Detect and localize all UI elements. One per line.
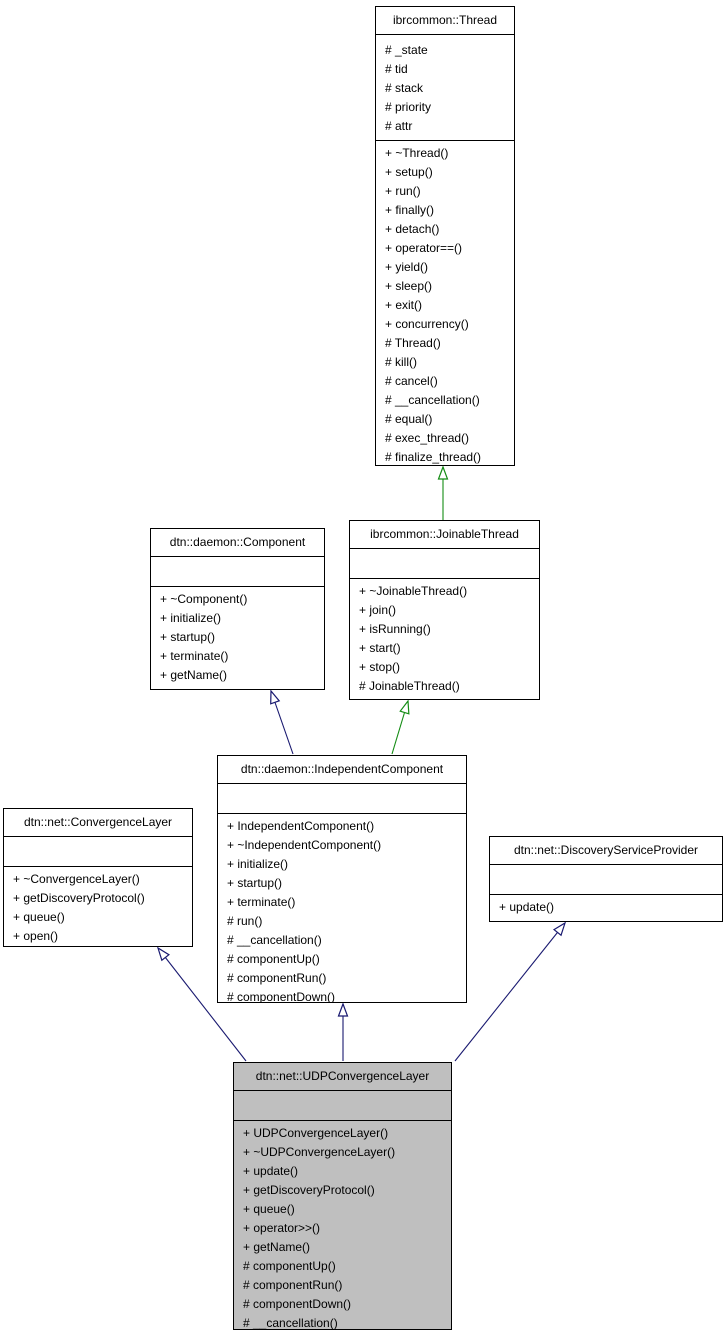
class-title: dtn::net::ConvergenceLayer (4, 809, 192, 837)
member-row: + terminate() (160, 649, 229, 663)
member-row: # __cancellation() (243, 1316, 338, 1330)
member-row: + ~ConvergenceLayer() (13, 872, 140, 886)
class-title: dtn::net::DiscoveryServiceProvider (490, 837, 722, 865)
class-attributes (151, 557, 324, 587)
member-row: + ~Thread() (385, 146, 449, 160)
member-row: + getName() (160, 668, 228, 682)
member-row: # run() (227, 914, 263, 928)
member-row: + startup() (160, 630, 216, 644)
inheritance-edge-independent-to-component (270, 689, 294, 755)
member-row: + ~IndependentComponent() (227, 838, 382, 852)
member-row: # componentRun() (243, 1278, 343, 1292)
member-row: # componentDown() (227, 990, 336, 1003)
class-box-ibrcommon-joinablethread[interactable]: ibrcommon::JoinableThread + ~JoinableThr… (349, 520, 540, 700)
class-methods: + ~Component() + initialize() + startup() +… (151, 587, 324, 689)
member-row: + join() (359, 603, 397, 617)
member-row: # cancel() (385, 374, 438, 388)
member-row: + detach() (385, 222, 440, 236)
member-row: # attr (385, 119, 413, 133)
member-row: + update() (499, 900, 555, 914)
class-methods: + ~Thread() + setup() + run() + finally() + … (376, 141, 514, 465)
member-row: + startup() (227, 876, 283, 890)
class-title: ibrcommon::Thread (376, 7, 514, 35)
member-row: + getDiscoveryProtocol() (13, 891, 145, 905)
class-attributes (218, 784, 466, 814)
class-title: dtn::daemon::IndependentComponent (218, 756, 466, 784)
member-row: # componentUp() (243, 1259, 336, 1273)
class-box-dtn-net-udpconvergencelayer[interactable]: dtn::net::UDPConvergenceLayer + UDPConve… (233, 1062, 452, 1330)
member-row: + queue() (13, 910, 65, 924)
member-row: # priority (385, 100, 432, 114)
member-row: # componentDown() (243, 1297, 352, 1311)
member-row: + run() (385, 184, 421, 198)
class-title: ibrcommon::JoinableThread (350, 521, 539, 549)
member-row: # stack (385, 81, 424, 95)
class-attributes (234, 1091, 451, 1121)
member-row: + start() (359, 641, 401, 655)
member-row: + IndependentComponent() (227, 819, 375, 833)
class-box-dtn-daemon-independentcomponent[interactable]: dtn::daemon::IndependentComponent + Inde… (217, 755, 467, 1003)
class-attributes (490, 865, 722, 895)
member-row: + operator==() (385, 241, 463, 255)
member-row: # equal() (385, 412, 433, 426)
class-box-dtn-net-convergencelayer[interactable]: dtn::net::ConvergenceLayer + ~Convergenc… (3, 808, 193, 947)
member-row: + setup() (385, 165, 433, 179)
class-attributes (4, 837, 192, 867)
class-title: dtn::daemon::Component (151, 529, 324, 557)
member-row: + ~UDPConvergenceLayer() (243, 1145, 396, 1159)
member-row: + ~Component() (160, 592, 248, 606)
member-row: + concurrency() (385, 317, 469, 331)
member-row: + getDiscoveryProtocol() (243, 1183, 375, 1197)
class-methods: + ~ConvergenceLayer() + getDiscoveryProto… (4, 867, 192, 946)
class-methods: + UDPConvergenceLayer() + ~UDPConvergence… (234, 1121, 451, 1330)
member-row: + finally() (385, 203, 435, 217)
class-title: dtn::net::UDPConvergenceLayer (234, 1063, 451, 1091)
member-row: # componentRun() (227, 971, 327, 985)
class-box-ibrcommon-thread[interactable]: ibrcommon::Thread # _state# tid# stack# … (375, 6, 515, 466)
member-row: + initialize() (160, 611, 222, 625)
member-row: # __cancellation() (385, 393, 480, 407)
member-row: # tid (385, 62, 408, 76)
member-row: + open() (13, 929, 59, 943)
member-row: + getName() (243, 1240, 311, 1254)
member-row: + ~JoinableThread() (359, 584, 468, 598)
member-row: # finalize_thread() (385, 450, 482, 464)
member-row: # Thread() (385, 336, 441, 350)
class-attributes (350, 549, 539, 579)
class-box-dtn-daemon-component[interactable]: dtn::daemon::Component + ~Component()+ i… (150, 528, 325, 690)
member-row: + sleep() (385, 279, 433, 293)
member-row: # __cancellation() (227, 933, 322, 947)
class-methods: + ~JoinableThread() + join() + isRunning()… (350, 579, 539, 699)
member-row: + stop() (359, 660, 401, 674)
class-methods: + update() (490, 895, 722, 921)
member-row: + terminate() (227, 895, 296, 909)
member-row: + initialize() (227, 857, 289, 871)
member-row: + operator>>() (243, 1221, 321, 1235)
inheritance-edge-independent-to-joinable (391, 699, 410, 755)
member-row: # kill() (385, 355, 417, 369)
member-row: + exit() (385, 298, 423, 312)
class-attributes: # _state # tid # stack # priority # attr (376, 35, 514, 141)
member-row: + isRunning() (359, 622, 431, 636)
inheritance-edge-udp-to-discovery (454, 921, 567, 1062)
member-row: + yield() (385, 260, 429, 274)
class-box-dtn-net-discoveryserviceprovider[interactable]: dtn::net::DiscoveryServiceProvider + upd… (489, 836, 723, 922)
member-row: # _state (385, 43, 428, 57)
class-methods: + IndependentComponent() + ~IndependentCo… (218, 814, 466, 1003)
member-row: # exec_thread() (385, 431, 470, 445)
member-row: # componentUp() (227, 952, 320, 966)
member-row: # JoinableThread() (359, 679, 460, 693)
member-row: + update() (243, 1164, 299, 1178)
member-row: + UDPConvergenceLayer() (243, 1126, 389, 1140)
member-row: + queue() (243, 1202, 295, 1216)
